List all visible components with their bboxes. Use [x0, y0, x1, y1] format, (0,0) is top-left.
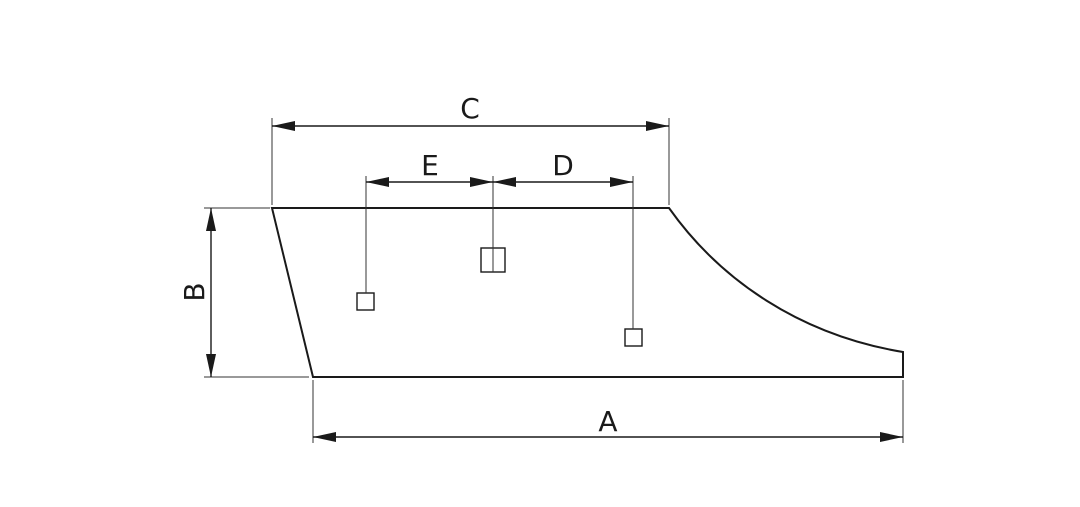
arrowhead-c-right [646, 121, 669, 131]
dimension-label-d: D [552, 149, 574, 182]
part-outline [270, 207, 904, 378]
arrowhead-b-top [206, 208, 216, 231]
dimension-label-c: C [460, 92, 480, 125]
dimension-label-b: B [178, 282, 211, 301]
dimension-label-a: A [598, 405, 617, 438]
hole-left [356, 292, 375, 311]
arrowhead-b-bottom [206, 354, 216, 377]
arrowhead-a-right [880, 432, 903, 442]
arrowhead-c-left [272, 121, 295, 131]
arrowhead-d-right [610, 177, 633, 187]
arrowhead-a-left [313, 432, 336, 442]
arrowhead-e-left [366, 177, 389, 187]
arrowhead-e-right [470, 177, 493, 187]
hole-right [624, 328, 643, 347]
arrowhead-d-left [493, 177, 516, 187]
dimension-label-e: E [421, 149, 439, 182]
